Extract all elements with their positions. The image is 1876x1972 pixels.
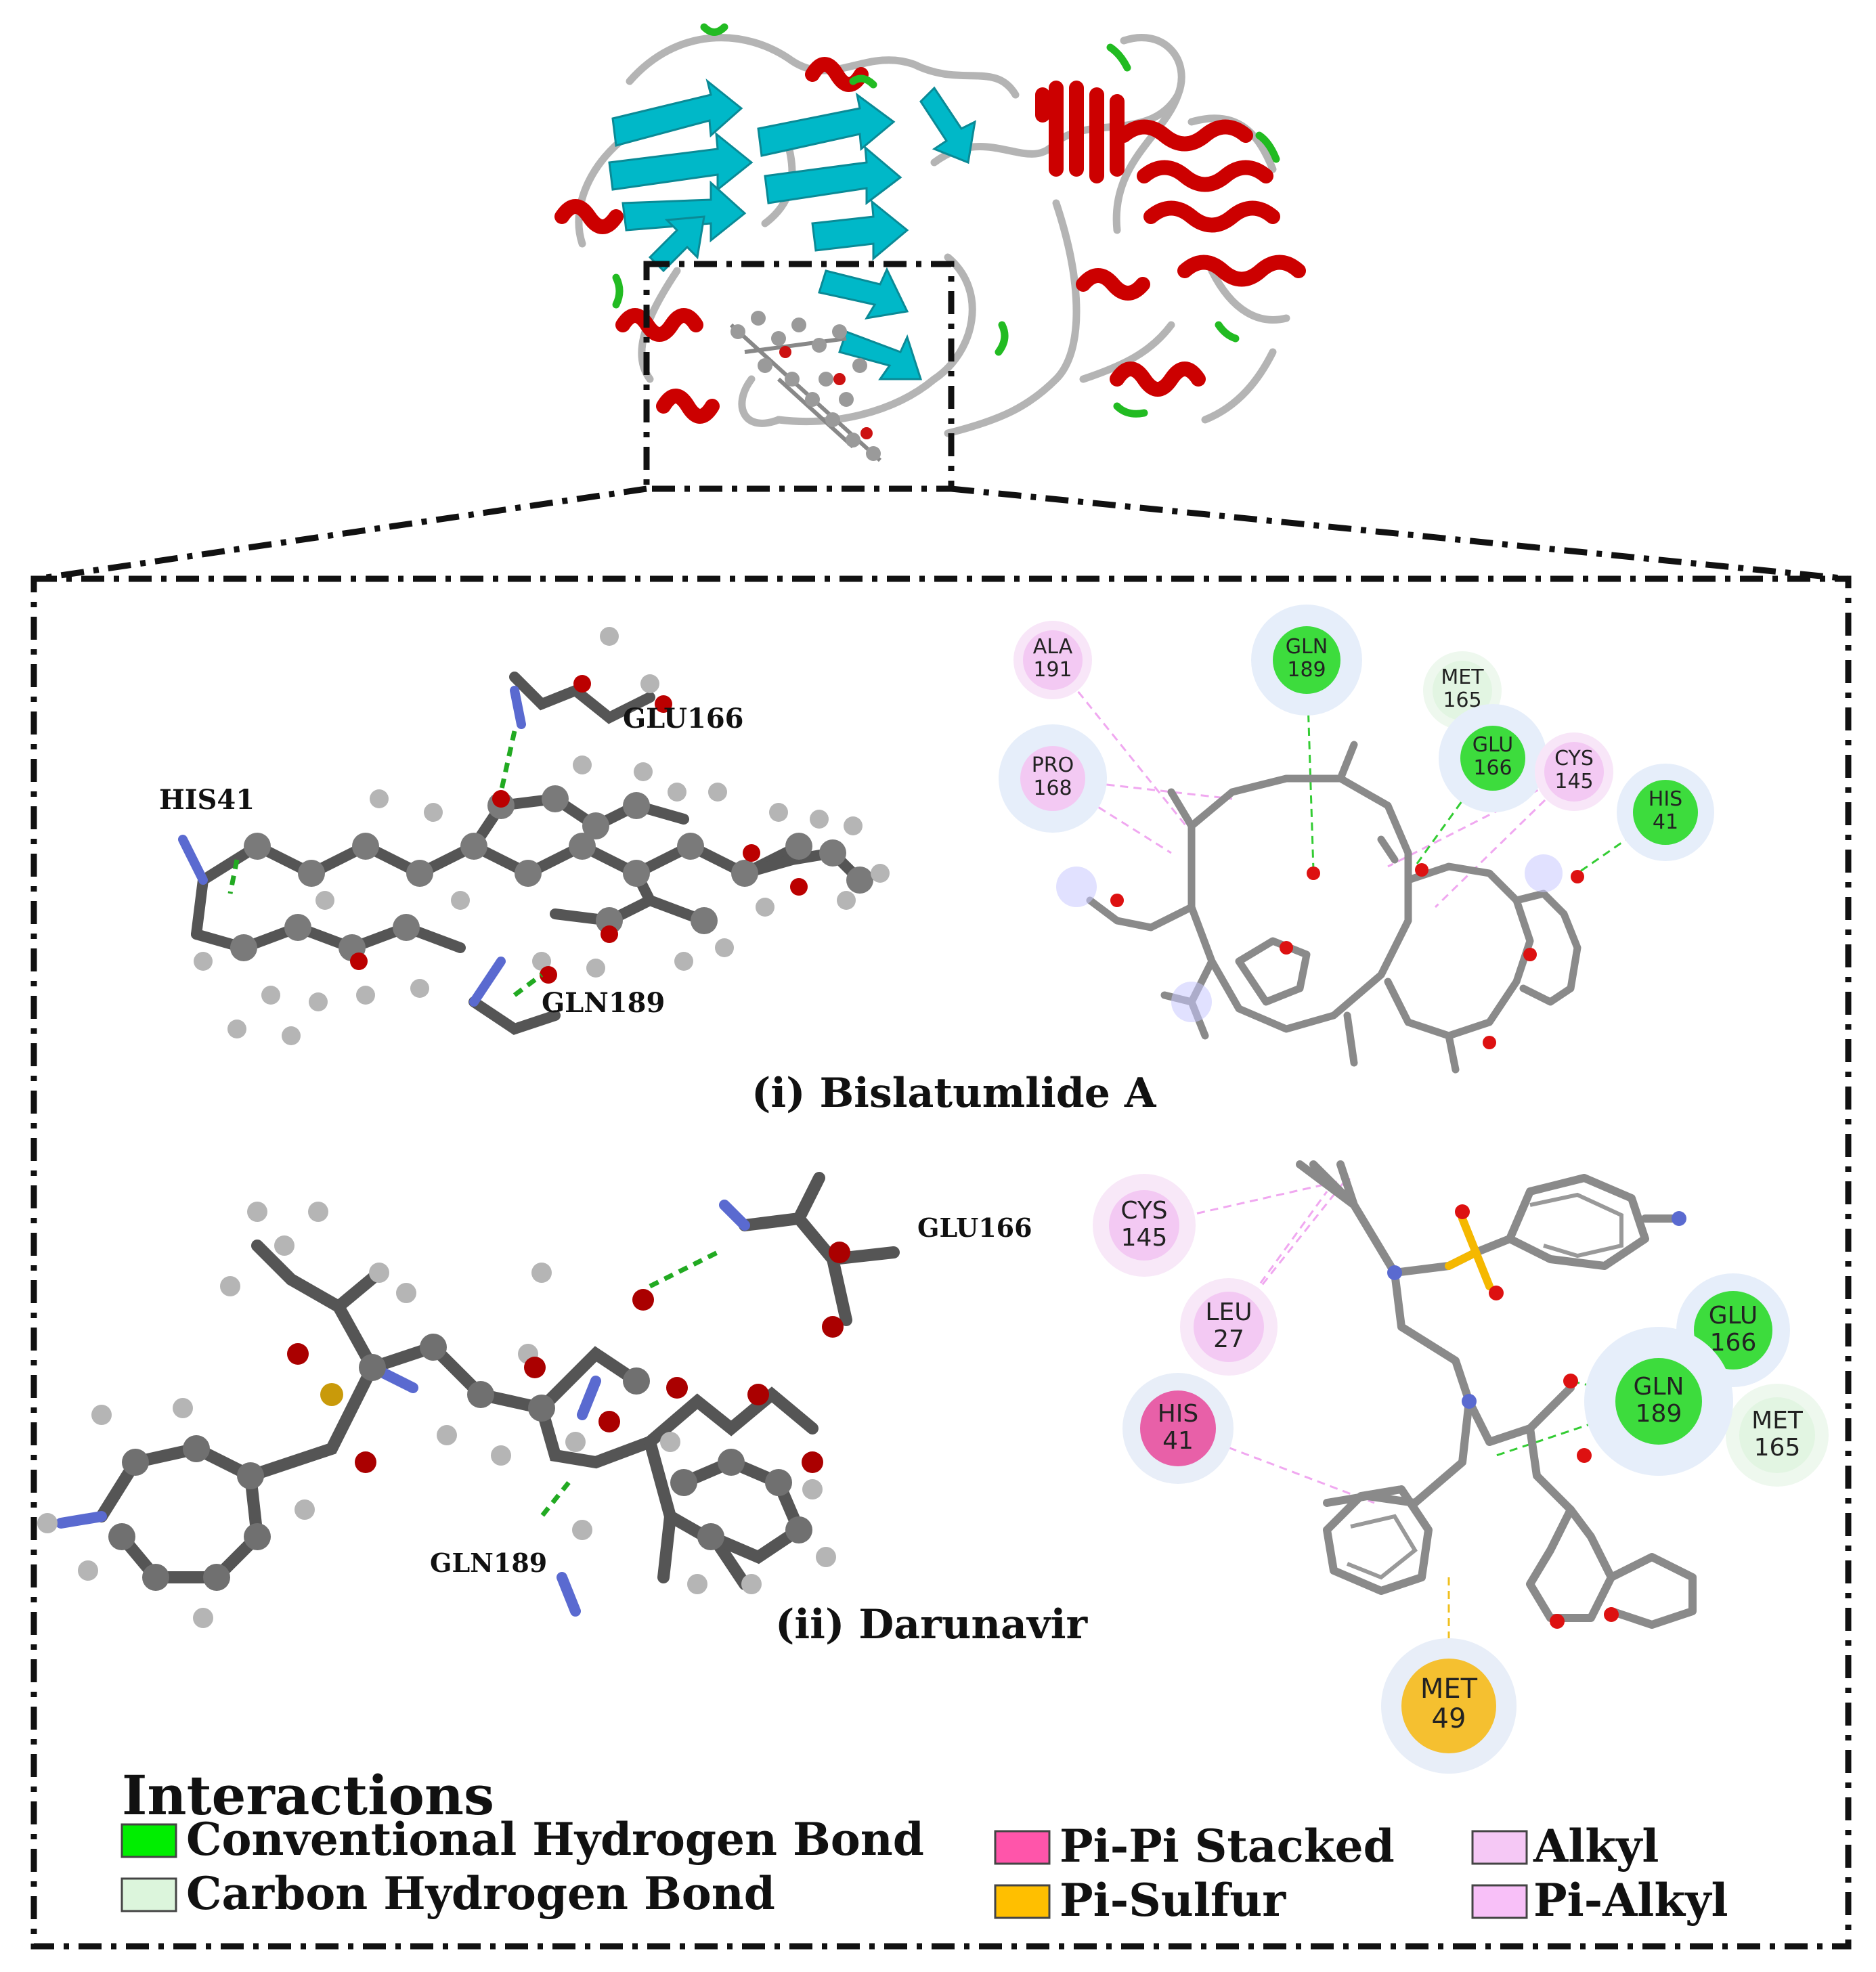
residue-number: 41 bbox=[1162, 1427, 1194, 1455]
residue-number: 166 bbox=[1710, 1329, 1757, 1357]
residue-name: GLU bbox=[1473, 733, 1513, 757]
residue-name: HIS bbox=[1649, 787, 1682, 811]
legend-label: Carbon Hydrogen Bond bbox=[186, 1867, 775, 1920]
interaction-legend: Interactions Conventional Hydrogen Bond … bbox=[121, 1763, 1728, 1927]
label-3d-gln189: GLN189 bbox=[542, 987, 665, 1019]
residue-number: 27 bbox=[1213, 1325, 1244, 1353]
residue-cys145: CYS 145 bbox=[1093, 1174, 1196, 1277]
residue-number: 145 bbox=[1554, 770, 1593, 793]
label-3d-gln189: GLN189 bbox=[430, 1548, 547, 1578]
legend-swatch bbox=[121, 1823, 177, 1858]
legend-swatch bbox=[994, 1830, 1051, 1865]
sulfur-atom bbox=[320, 1383, 343, 1406]
darunavir-3d-pose: GLU166 GLN189 bbox=[37, 1172, 1032, 1628]
legend-item-alkyl: Alkyl bbox=[1471, 1820, 1659, 1872]
legend-title: Interactions bbox=[122, 1763, 494, 1827]
residue-number: 145 bbox=[1121, 1224, 1168, 1252]
residue-number: 168 bbox=[1033, 776, 1072, 800]
bislatumlide-2d-interaction-map: ALA 191 GLN 189 MET 165 GLU 166 bbox=[999, 605, 1714, 1074]
legend-item-carbon-hydrogen-bond: Carbon Hydrogen Bond bbox=[121, 1867, 775, 1920]
residue-number: 191 bbox=[1033, 658, 1072, 682]
residue-his41: HIS 41 bbox=[1617, 764, 1714, 861]
caption-bislatumlide-a: (i) Bislatumlide A bbox=[751, 1070, 1157, 1117]
legend-item-conventional-hydrogen-bond: Conventional Hydrogen Bond bbox=[121, 1813, 924, 1866]
residue-met165: MET 165 bbox=[1726, 1384, 1829, 1487]
darunavir-2d-interaction-map: CYS 145 LEU 27 HIS 41 MET 165 bbox=[1093, 1160, 1829, 1774]
residue-name: MET bbox=[1420, 1673, 1478, 1705]
legend-item-pi-alkyl: Pi-Alkyl bbox=[1471, 1874, 1728, 1927]
label-3d-glu166: GLU166 bbox=[917, 1212, 1032, 1243]
legend-swatch bbox=[1471, 1884, 1528, 1919]
residue-name: PRO bbox=[1032, 753, 1074, 777]
label-3d-glu166: GLU166 bbox=[623, 703, 743, 735]
legend-swatch bbox=[994, 1884, 1051, 1919]
residue-leu27: LEU 27 bbox=[1180, 1278, 1278, 1376]
residue-cys145: CYS 145 bbox=[1535, 732, 1613, 811]
residue-number: 41 bbox=[1653, 810, 1678, 834]
residue-name: CYS bbox=[1554, 747, 1594, 770]
residue-number: 189 bbox=[1636, 1400, 1682, 1428]
protein-ribbon-structure bbox=[554, 23, 1306, 462]
residue-name: MET bbox=[1751, 1407, 1804, 1434]
residue-pro168: PRO 168 bbox=[999, 724, 1107, 833]
residue-name: HIS bbox=[1158, 1400, 1199, 1428]
legend-swatch bbox=[1471, 1830, 1528, 1865]
residue-gln189: GLN 189 bbox=[1251, 605, 1362, 716]
legend-item-pi-sulfur: Pi-Sulfur bbox=[994, 1874, 1286, 1927]
residue-name: LEU bbox=[1205, 1298, 1252, 1326]
residue-number: 165 bbox=[1754, 1434, 1801, 1462]
residue-met49: MET 49 bbox=[1381, 1638, 1517, 1774]
legend-item-pi-pi-stacked: Pi-Pi Stacked bbox=[994, 1820, 1395, 1872]
residue-number: 189 bbox=[1287, 658, 1326, 682]
residue-ala191: ALA 191 bbox=[1013, 621, 1092, 699]
residue-name: CYS bbox=[1120, 1197, 1167, 1225]
bislatumlide-3d-pose: GLU166 HIS41 GLN189 bbox=[159, 627, 890, 1045]
residue-name: GLN bbox=[1634, 1373, 1684, 1401]
panel-bislatumlide-a: GLU166 HIS41 GLN189 bbox=[159, 605, 1714, 1117]
zoom-indicator bbox=[30, 261, 1852, 1950]
legend-label: Pi-Sulfur bbox=[1060, 1874, 1286, 1927]
legend-label: Pi-Alkyl bbox=[1533, 1874, 1728, 1927]
residue-number: 166 bbox=[1473, 756, 1512, 780]
label-3d-his41: HIS41 bbox=[159, 784, 255, 816]
legend-label: Conventional Hydrogen Bond bbox=[186, 1813, 924, 1866]
legend-swatch bbox=[121, 1877, 177, 1912]
legend-label: Pi-Pi Stacked bbox=[1060, 1820, 1395, 1872]
residue-name: MET bbox=[1441, 665, 1484, 689]
legend-label: Alkyl bbox=[1533, 1820, 1659, 1872]
residue-name: ALA bbox=[1033, 635, 1073, 659]
caption-darunavir: (ii) Darunavir bbox=[775, 1601, 1089, 1648]
residue-name: GLU bbox=[1709, 1302, 1758, 1330]
residue-number: 49 bbox=[1432, 1703, 1466, 1734]
residue-glu166: GLU 166 bbox=[1439, 704, 1547, 812]
bound-ligand-ball-stick bbox=[729, 311, 882, 462]
panel-darunavir: GLU166 GLN189 bbox=[37, 1160, 1829, 1774]
residue-name: GLN bbox=[1286, 635, 1328, 659]
residue-gln189: GLN 189 bbox=[1584, 1327, 1733, 1476]
residue-his41: HIS 41 bbox=[1122, 1373, 1234, 1484]
